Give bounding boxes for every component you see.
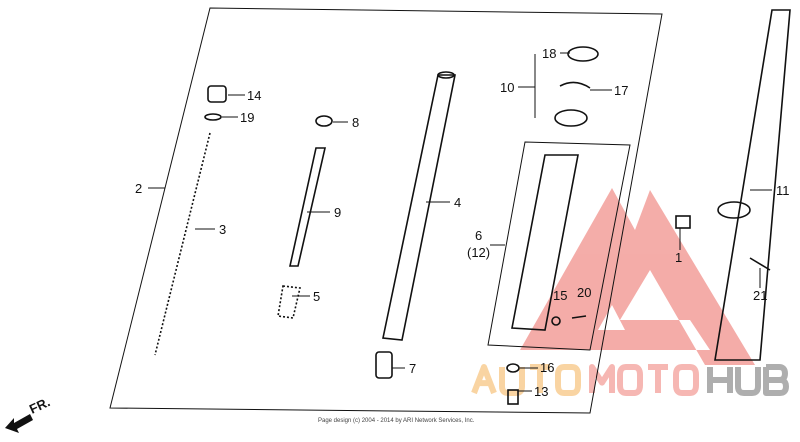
label-13: 13 (534, 384, 548, 399)
label-2: 2 (135, 181, 142, 196)
label-5: 5 (313, 289, 320, 304)
watermark-letter (766, 367, 786, 393)
fork-spring (154, 132, 211, 356)
bolt-21 (749, 257, 771, 271)
label-7: 7 (409, 361, 416, 376)
label-4: 4 (454, 195, 461, 210)
label-9: 9 (334, 205, 341, 220)
watermark-letter (620, 367, 640, 393)
watermark-letter (648, 367, 668, 393)
washer-15 (551, 316, 561, 326)
washer-16 (506, 363, 520, 373)
label-18: 18 (542, 46, 556, 61)
watermark-letter (676, 367, 696, 393)
label-12: (12) (467, 245, 490, 260)
o-ring (204, 113, 222, 121)
label-16: 16 (540, 360, 554, 375)
label-10: 10 (500, 80, 514, 95)
rebound-spring (277, 285, 301, 319)
label-20: 20 (577, 285, 591, 300)
watermark-letter (592, 367, 612, 393)
watermark-letter (738, 367, 758, 393)
label-8: 8 (352, 115, 359, 130)
watermark-letter (474, 367, 494, 393)
label-11: 11 (776, 183, 790, 198)
fork-slider (511, 154, 579, 331)
assembly-frame (109, 7, 663, 414)
label-14: 14 (247, 88, 261, 103)
clamp (675, 215, 691, 229)
watermark-triangle (520, 188, 755, 365)
piston-ring (315, 115, 333, 127)
label-15: 15 (553, 288, 567, 303)
dust-seal (567, 46, 599, 62)
label-17: 17 (614, 83, 628, 98)
fork-cap-bolt (207, 85, 227, 103)
watermark-letter (530, 367, 550, 393)
slider-subframe (487, 141, 631, 351)
watermark-letter (710, 367, 730, 393)
label-19: 19 (240, 110, 254, 125)
watermark-auto (474, 367, 578, 393)
oil-lock-piece (375, 351, 393, 379)
front-direction-arrow-icon (5, 414, 33, 433)
automotohub-watermark-logo (474, 188, 786, 393)
watermark-hub (710, 367, 786, 393)
label-6: 6 (475, 228, 482, 243)
damper-rod (289, 147, 327, 267)
leader-lines (148, 52, 772, 392)
oil-seal (554, 109, 588, 127)
label-1: 1 (675, 250, 682, 265)
front-fork-assembly (714, 9, 791, 361)
watermark-letter (502, 367, 522, 393)
front-label: FR. (27, 394, 52, 416)
label-21: 21 (753, 288, 767, 303)
bolt-20 (571, 315, 587, 319)
fork-pipe (382, 71, 456, 341)
label-3: 3 (219, 222, 226, 237)
watermark-moto (592, 367, 696, 393)
socket-bolt-13 (507, 389, 519, 405)
copyright-text: Page design (c) 2004 - 2014 by ARI Netwo… (318, 418, 475, 424)
stopper-ring (559, 81, 591, 89)
watermark-letter (558, 367, 578, 393)
